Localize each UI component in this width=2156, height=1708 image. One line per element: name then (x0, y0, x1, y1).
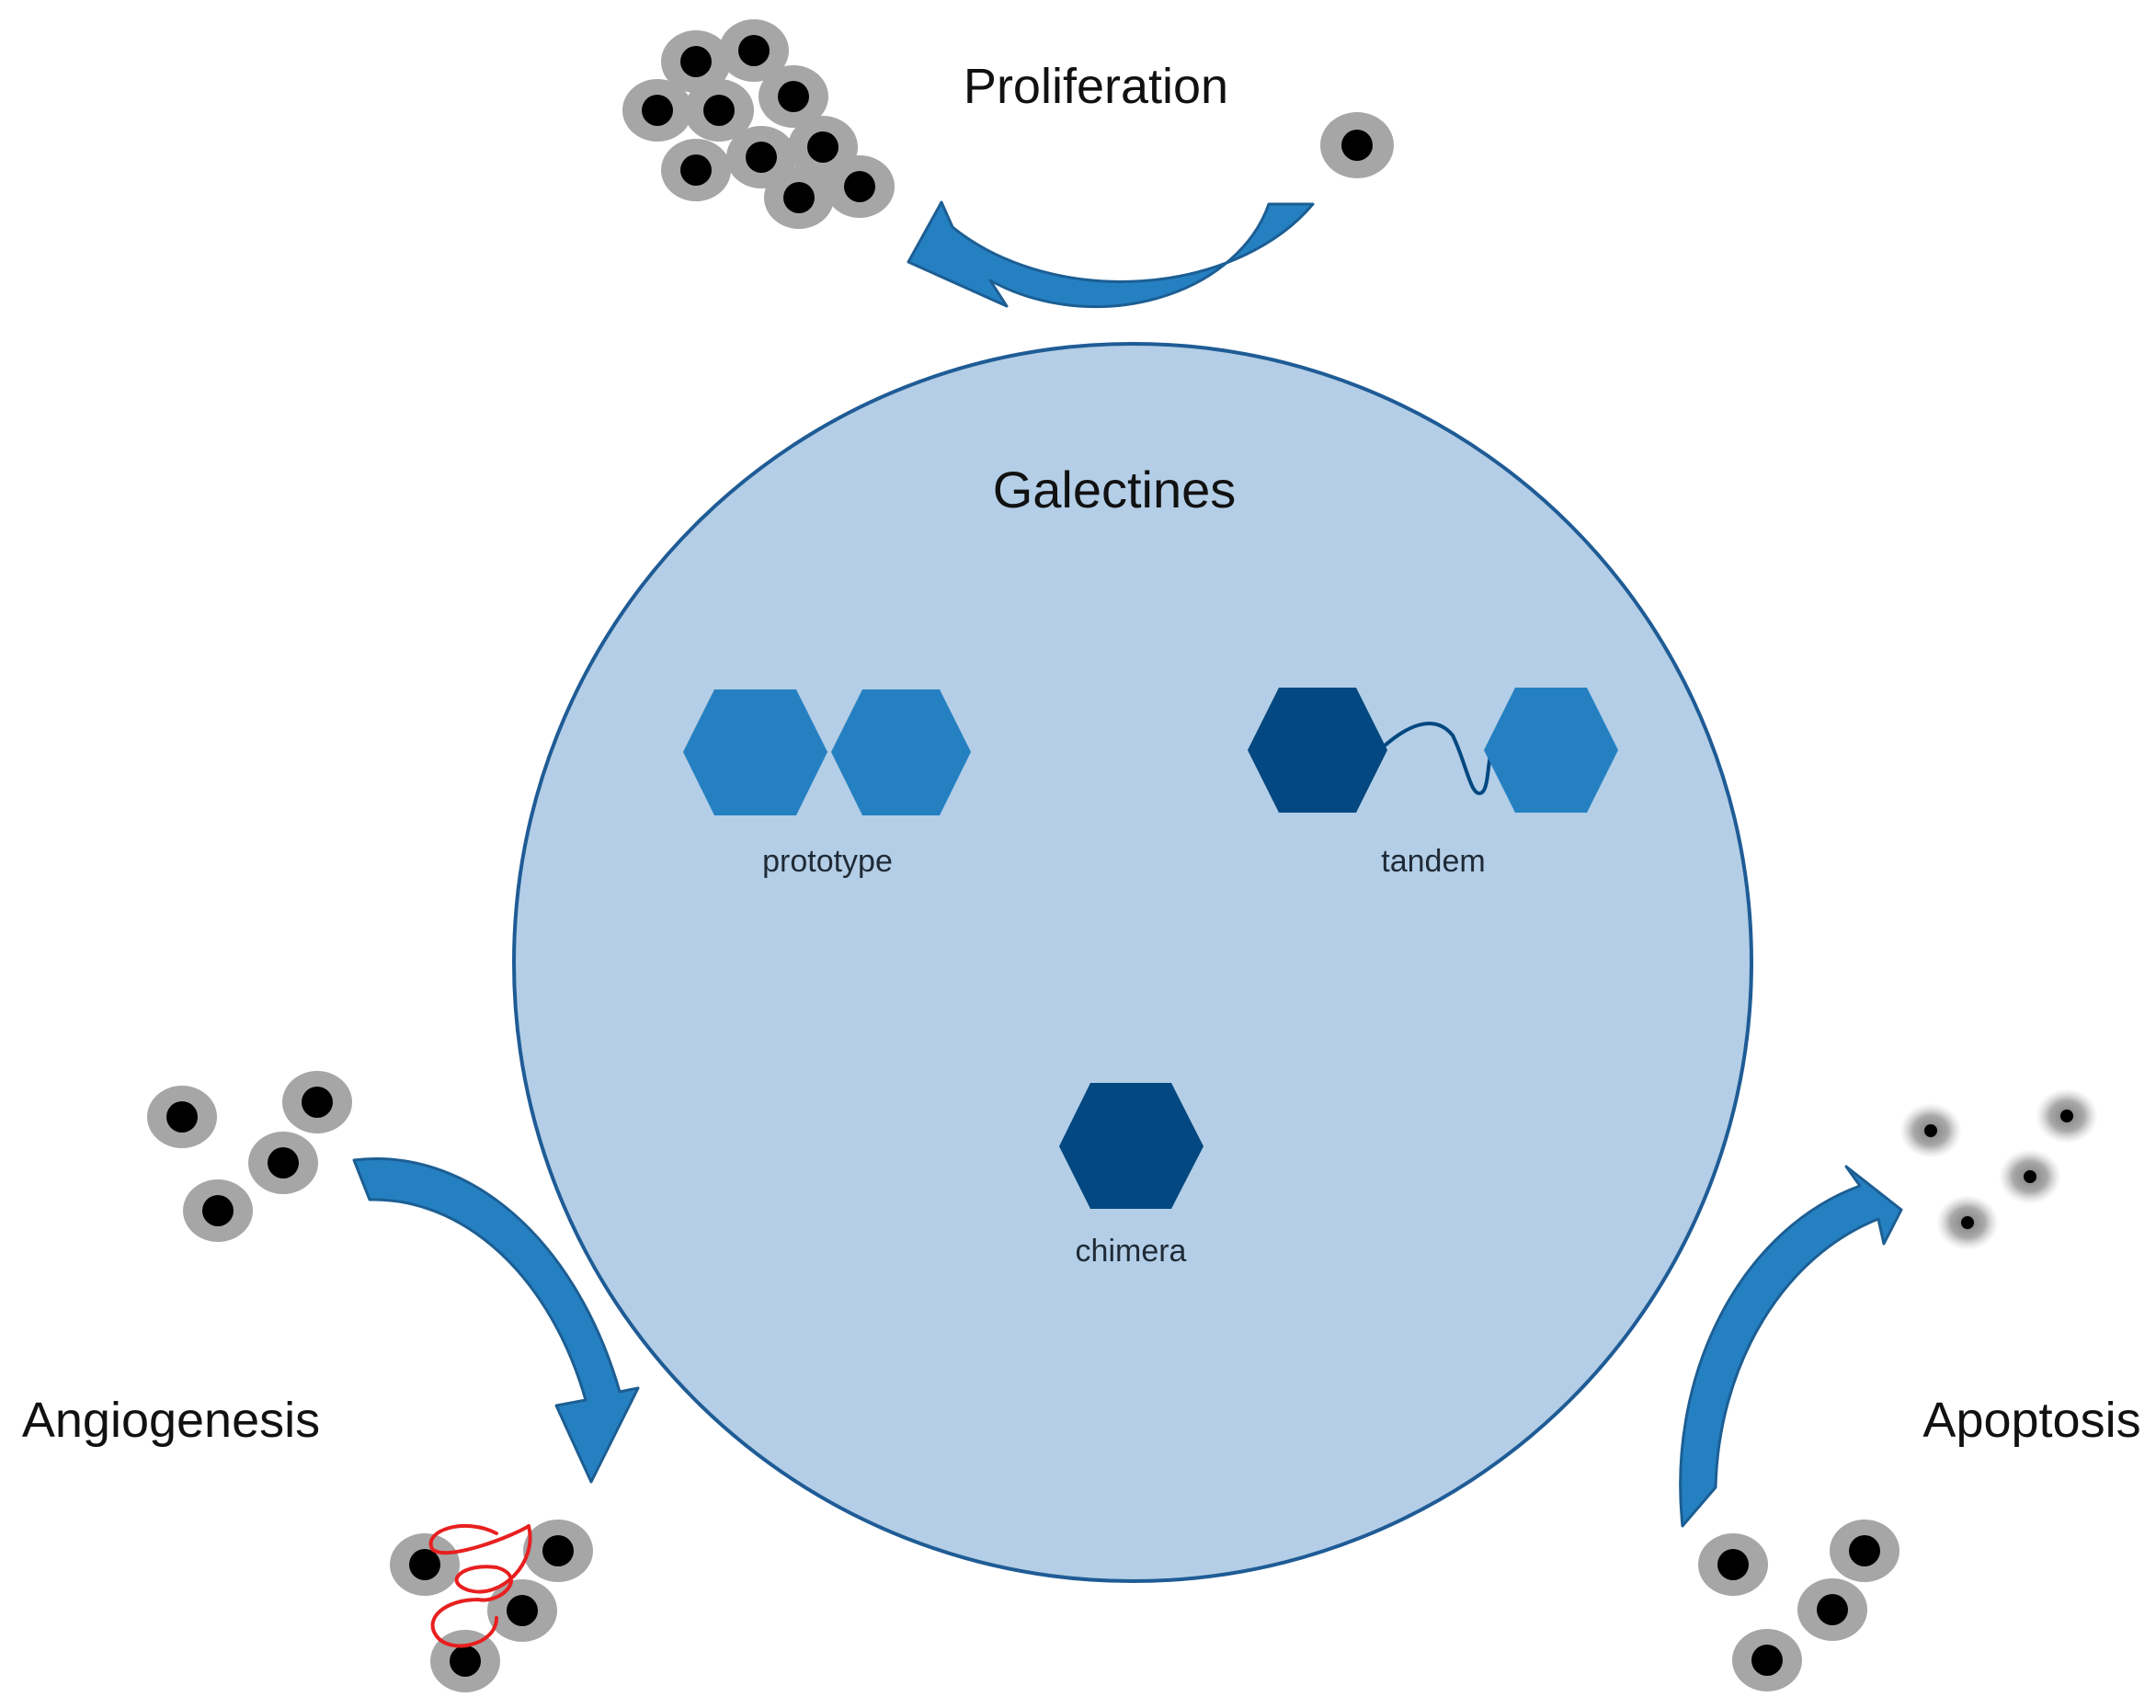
center-title: Galectines (993, 461, 1237, 518)
proliferating-cell-cluster (622, 19, 895, 229)
angiogenesis-label: Angiogenesis (22, 1393, 320, 1448)
proliferation-label: Proliferation (964, 59, 1228, 114)
tandem-galectin-icon (1248, 688, 1618, 813)
prototype-hexagon-right (831, 689, 971, 815)
tandem-hexagon-light (1484, 688, 1618, 813)
angiogenesis-arrow (352, 1157, 640, 1484)
healthy-cells (1698, 1520, 1899, 1691)
single-cell (1320, 112, 1394, 178)
tandem-hexagon-dark (1248, 688, 1387, 813)
tandem-label: tandem (1381, 844, 1485, 879)
angiogenesis-cells-before (147, 1071, 352, 1242)
apoptosis-arrow (1679, 1165, 1903, 1528)
prototype-label: prototype (762, 844, 893, 879)
apoptotic-cells (1899, 1088, 2098, 1250)
chimera-galectin-icon (1059, 1083, 1203, 1209)
proliferation-arrow (907, 200, 1315, 309)
blood-vessel (428, 1524, 532, 1648)
chimera-label: chimera (1076, 1234, 1187, 1269)
apoptosis-label: Apoptosis (1922, 1393, 2140, 1448)
tandem-linker (1382, 722, 1501, 796)
prototype-hexagon-left (683, 689, 827, 815)
galectin-circle (512, 342, 1753, 1583)
angiogenesis-cells-vascularized (390, 1520, 593, 1692)
prototype-galectin-icon (683, 689, 971, 815)
